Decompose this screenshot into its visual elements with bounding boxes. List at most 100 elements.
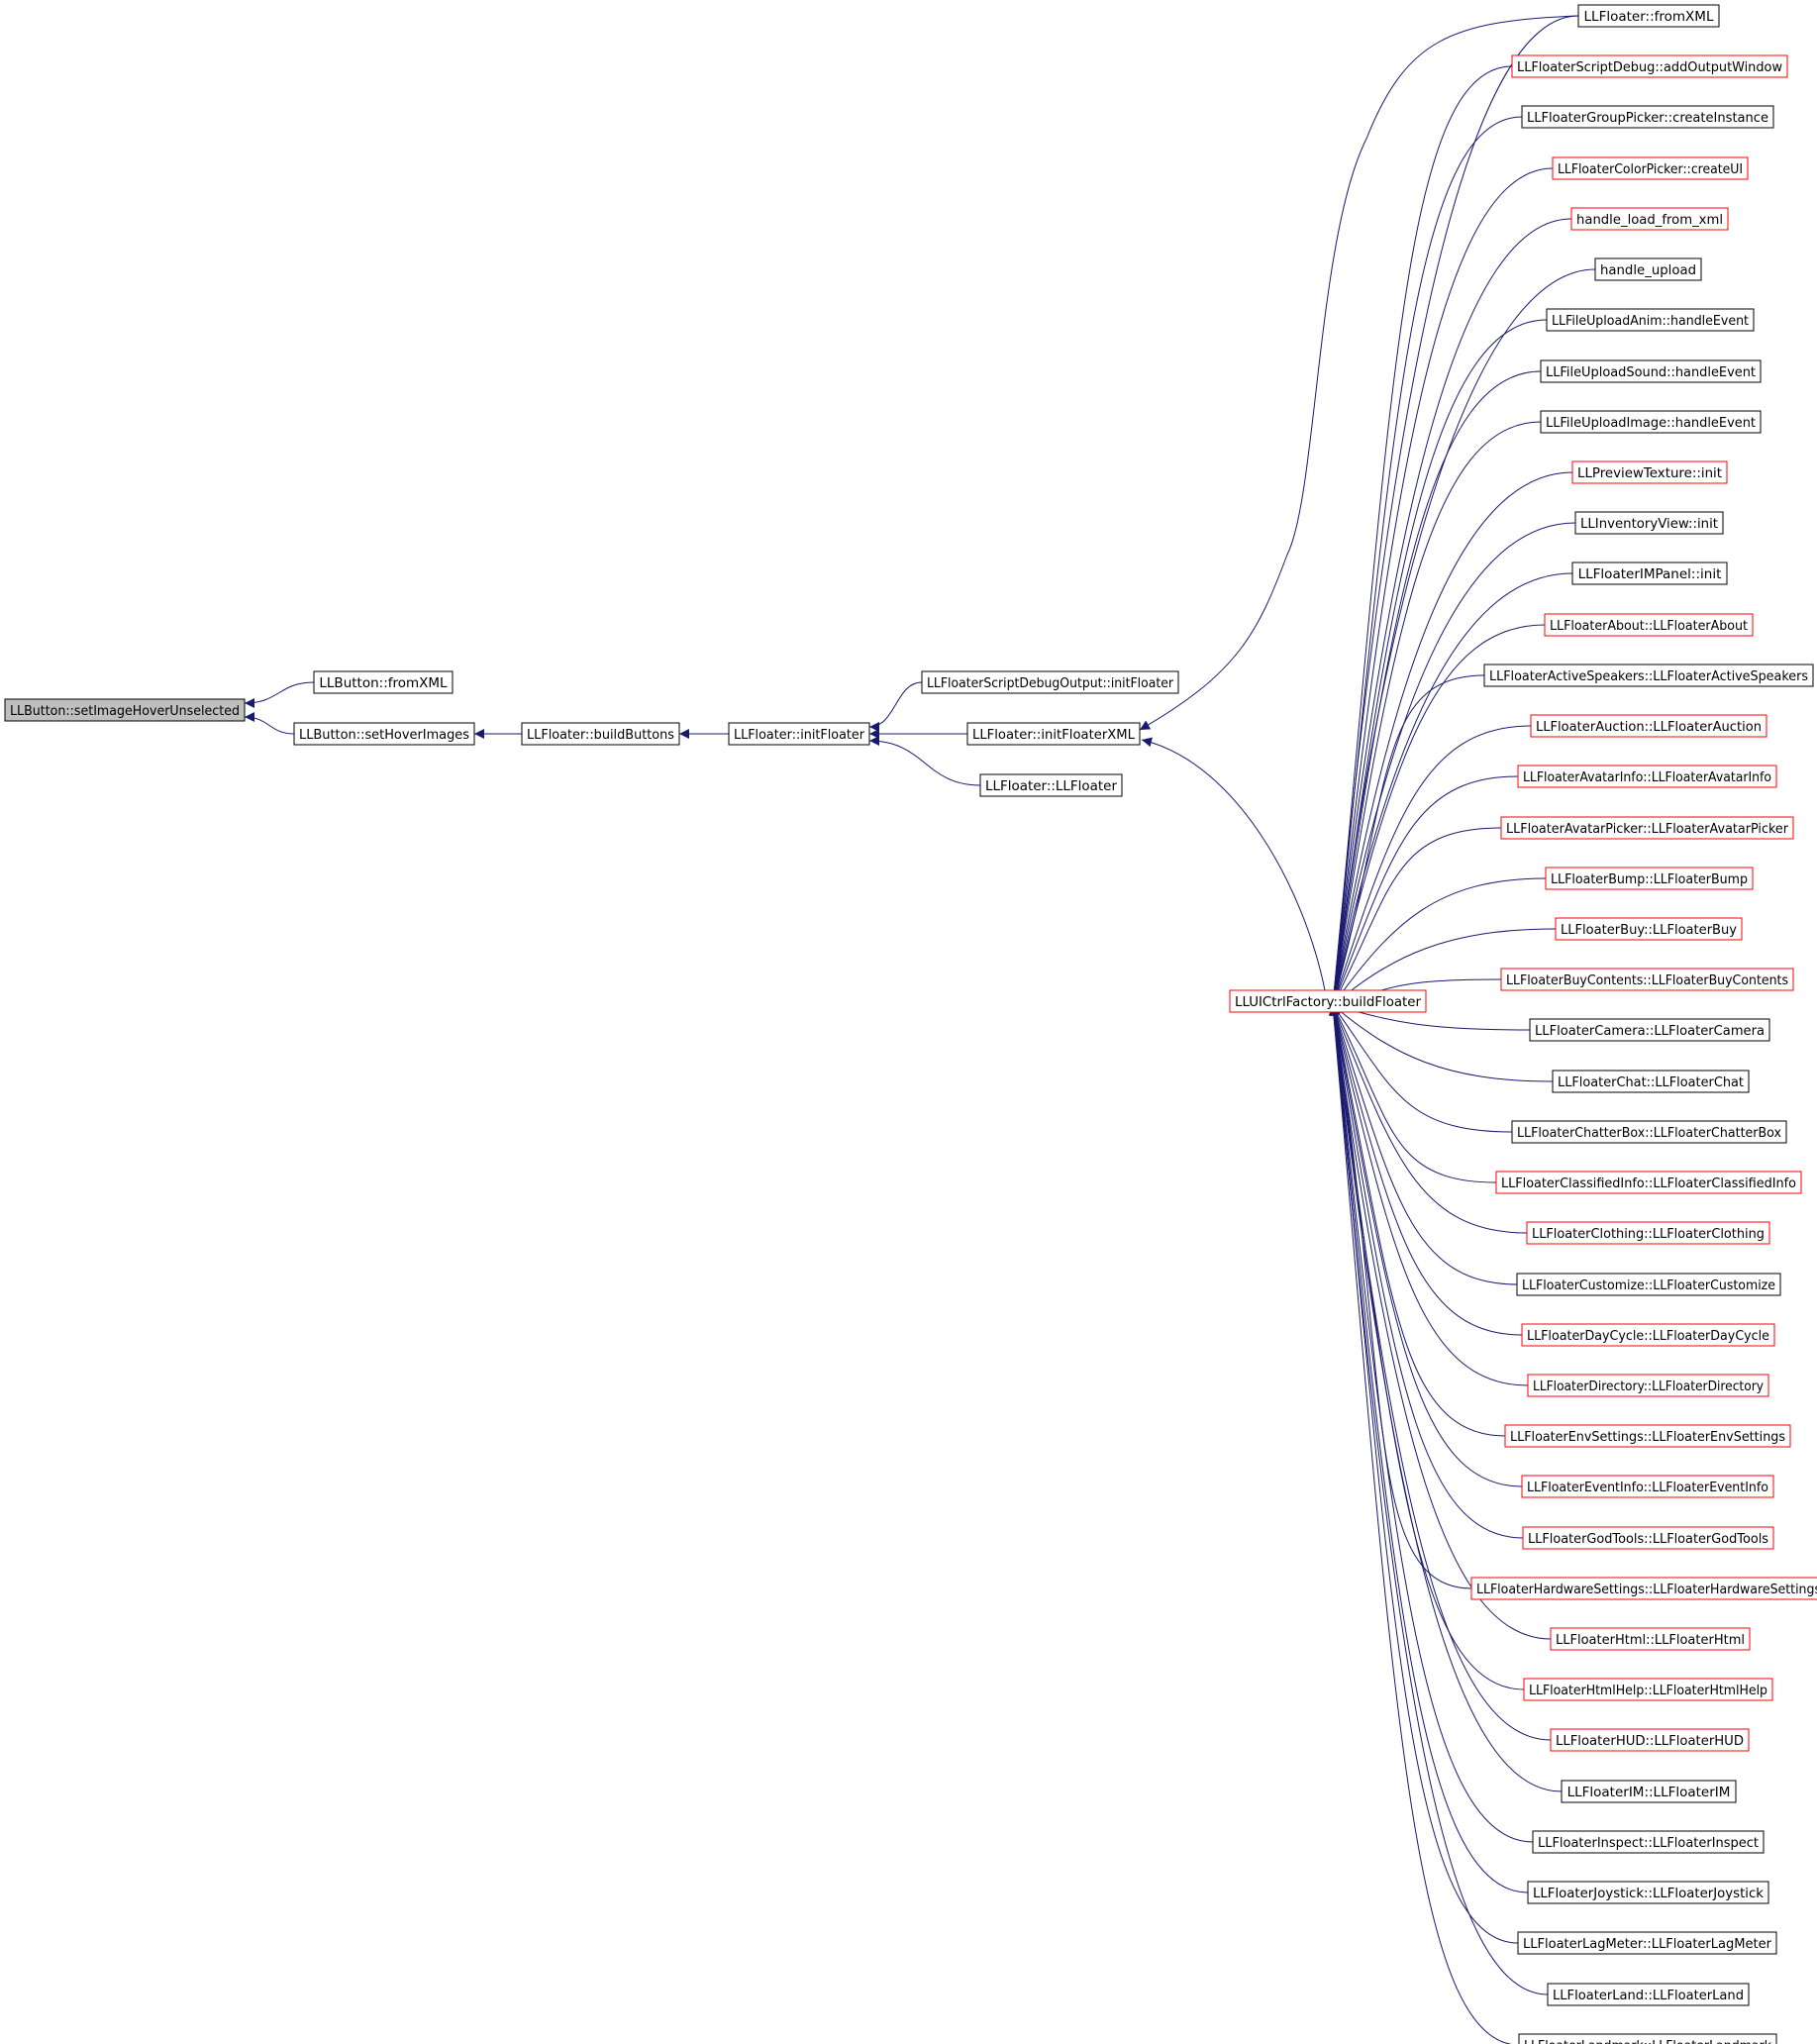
node-label: LLButton::fromXML (319, 675, 448, 691)
graph-node[interactable]: LLFloaterChatterBox::LLFloaterChatterBox (1511, 1120, 1787, 1144)
node-label: LLFloater::LLFloater (985, 778, 1117, 794)
graph-node[interactable]: LLFloaterScriptDebugOutput::initFloater (921, 670, 1179, 694)
graph-node[interactable]: LLFloaterHtmlHelp::LLFloaterHtmlHelp (1523, 1678, 1773, 1701)
node-label: LLFileUploadSound::handleEvent (1546, 364, 1756, 380)
graph-node[interactable]: LLFloaterAvatarInfo::LLFloaterAvatarInfo (1517, 765, 1777, 788)
graph-node[interactable]: LLFloaterClothing::LLFloaterClothing (1526, 1221, 1770, 1245)
node-label: LLFloaterCustomize::LLFloaterCustomize (1522, 1278, 1775, 1293)
graph-node[interactable]: LLFloater::fromXML (1577, 4, 1720, 28)
node-label: LLPreviewTexture::init (1577, 465, 1722, 481)
graph-node[interactable]: LLFloaterAuction::LLFloaterAuction (1530, 714, 1767, 738)
node-box (1495, 1171, 1802, 1194)
node-box (1555, 917, 1743, 941)
node-box (1552, 156, 1749, 180)
node-label: handle_upload (1600, 262, 1696, 278)
graph-node[interactable]: LLButton::fromXML (313, 670, 454, 694)
edge-r1-to-n8 (1328, 65, 1513, 1006)
node-label: LLFloaterJoystick::LLFloaterJoystick (1533, 1886, 1764, 1901)
edge-r34-to-n8 (1329, 1004, 1552, 1741)
node-layer: LLButton::setImageHoverUnselectedLLButto… (4, 4, 1817, 2044)
graph-node[interactable]: LLFloaterAvatarPicker::LLFloaterAvatarPi… (1500, 816, 1794, 840)
graph-node[interactable]: LLFloaterEnvSettings::LLFloaterEnvSettin… (1504, 1424, 1791, 1448)
node-box (1523, 1678, 1773, 1701)
node-box (1561, 1780, 1737, 1803)
edge-r32-to-n8 (1329, 1004, 1552, 1640)
edge-n1-to-n0 (244, 681, 315, 708)
node-label: LLFileUploadImage::handleEvent (1546, 415, 1756, 431)
node-box (966, 722, 1141, 746)
graph-node[interactable]: LLFloaterActiveSpeakers::LLFloaterActive… (1483, 664, 1814, 687)
node-label: LLFloaterHtml::LLFloaterHtml (1556, 1632, 1745, 1648)
graph-node[interactable]: LLFloaterEventInfo::LLFloaterEventInfo (1521, 1475, 1774, 1498)
edge-n5-to-n4 (868, 681, 923, 732)
node-box (1594, 257, 1702, 281)
graph-node[interactable]: LLFileUploadImage::handleEvent (1540, 410, 1762, 434)
node-box (1545, 867, 1754, 890)
graph-node[interactable]: LLFloaterHUD::LLFloaterHUD (1550, 1728, 1750, 1752)
node-box (1571, 562, 1728, 585)
graph-node[interactable]: LLFloaterInspect::LLFloaterInspect (1532, 1830, 1765, 1854)
graph-node[interactable]: LLFloaterDayCycle::LLFloaterDayCycle (1521, 1323, 1775, 1347)
graph-node[interactable]: LLFloaterLandmark::LLFloaterLandmark (1518, 2033, 1777, 2044)
graph-node[interactable]: LLFloaterHardwareSettings::LLFloaterHard… (1470, 1577, 1817, 1600)
graph-node[interactable]: LLFloaterChat::LLFloaterChat (1552, 1070, 1750, 1093)
node-box (1518, 2033, 1777, 2044)
node-box (1470, 1577, 1817, 1600)
graph-node[interactable]: LLUICtrlFactory::buildFloater (1229, 989, 1427, 1013)
graph-node[interactable]: LLFloater::initFloater (728, 722, 870, 746)
node-box (1544, 613, 1754, 637)
node-label: LLFloaterLandmark::LLFloaterLandmark (1524, 2038, 1771, 2044)
node-label: LLFloaterAvatarPicker::LLFloaterAvatarPi… (1506, 821, 1788, 837)
graph-node[interactable]: LLFloaterCustomize::LLFloaterCustomize (1516, 1273, 1781, 1296)
graph-node[interactable]: LLFloater::LLFloater (979, 773, 1123, 797)
graph-node[interactable]: LLFileUploadAnim::handleEvent (1546, 308, 1755, 332)
graph-node[interactable]: LLFloaterLagMeter::LLFloaterLagMeter (1517, 1931, 1777, 1955)
graph-node[interactable]: LLFloater::buildButtons (521, 722, 680, 746)
graph-node[interactable]: LLFloaterIMPanel::init (1571, 562, 1728, 585)
graph-node[interactable]: LLFloater::initFloaterXML (966, 722, 1141, 746)
edge-r36-to-n8 (1329, 1004, 1534, 1843)
graph-node[interactable]: handle_upload (1594, 257, 1702, 281)
graph-node[interactable]: LLFloaterGodTools::LLFloaterGodTools (1522, 1526, 1774, 1550)
graph-node[interactable]: LLFloaterDirectory::LLFloaterDirectory (1527, 1374, 1769, 1397)
node-label: LLFloaterActiveSpeakers::LLFloaterActive… (1489, 668, 1808, 684)
node-label: LLFloaterLand::LLFloaterLand (1553, 1988, 1744, 2003)
node-box (728, 722, 870, 746)
node-label: LLFloater::initFloater (734, 727, 864, 743)
node-box (1550, 1627, 1751, 1651)
graph-node[interactable]: LLPreviewTexture::init (1571, 460, 1728, 484)
node-label: handle_load_from_xml (1576, 212, 1723, 228)
graph-node[interactable]: LLFloaterGroupPicker::createInstance (1521, 105, 1774, 129)
edge-r8-to-n8 (1329, 421, 1542, 1006)
graph-node[interactable]: LLFloaterCamera::LLFloaterCamera (1529, 1018, 1770, 1042)
node-box (979, 773, 1123, 797)
graph-node[interactable]: LLButton::setImageHoverUnselected (4, 698, 246, 722)
graph-node[interactable]: LLInventoryView::init (1574, 511, 1724, 535)
edge-r3-to-n8 (1329, 167, 1554, 1006)
node-box (1522, 1526, 1774, 1550)
graph-node[interactable]: LLFloaterBuy::LLFloaterBuy (1555, 917, 1743, 941)
node-box (1529, 1018, 1770, 1042)
node-box (1526, 1221, 1770, 1245)
graph-node[interactable]: LLFloaterScriptDebug::addOutputWindow (1511, 54, 1788, 78)
graph-node[interactable]: handle_load_from_xml (1570, 207, 1729, 231)
node-box (521, 722, 680, 746)
node-box (1517, 1931, 1777, 1955)
node-label: LLFloaterCamera::LLFloaterCamera (1535, 1023, 1765, 1039)
graph-node[interactable]: LLFloaterBump::LLFloaterBump (1545, 867, 1754, 890)
edge-r6-to-n8 (1329, 319, 1548, 1006)
graph-node[interactable]: LLFloaterHtml::LLFloaterHtml (1550, 1627, 1751, 1651)
edge-n7-to-n4 (868, 736, 981, 786)
graph-node[interactable]: LLButton::setHoverImages (293, 722, 475, 746)
graph-node[interactable]: LLFloaterClassifiedInfo::LLFloaterClassi… (1495, 1171, 1802, 1194)
graph-node[interactable]: LLFloaterAbout::LLFloaterAbout (1544, 613, 1754, 637)
graph-node[interactable]: LLFloaterLand::LLFloaterLand (1547, 1983, 1750, 2006)
node-box (1511, 1120, 1787, 1144)
graph-node[interactable]: LLFloaterColorPicker::createUI (1552, 156, 1749, 180)
graph-node[interactable]: LLFileUploadSound::handleEvent (1540, 359, 1762, 383)
graph-node[interactable]: LLFloaterJoystick::LLFloaterJoystick (1527, 1881, 1769, 1904)
graph-node[interactable]: LLFloaterIM::LLFloaterIM (1561, 1780, 1737, 1803)
graph-node[interactable]: LLFloaterBuyContents::LLFloaterBuyConten… (1500, 968, 1794, 991)
node-label: LLFloaterAbout::LLFloaterAbout (1550, 618, 1748, 634)
